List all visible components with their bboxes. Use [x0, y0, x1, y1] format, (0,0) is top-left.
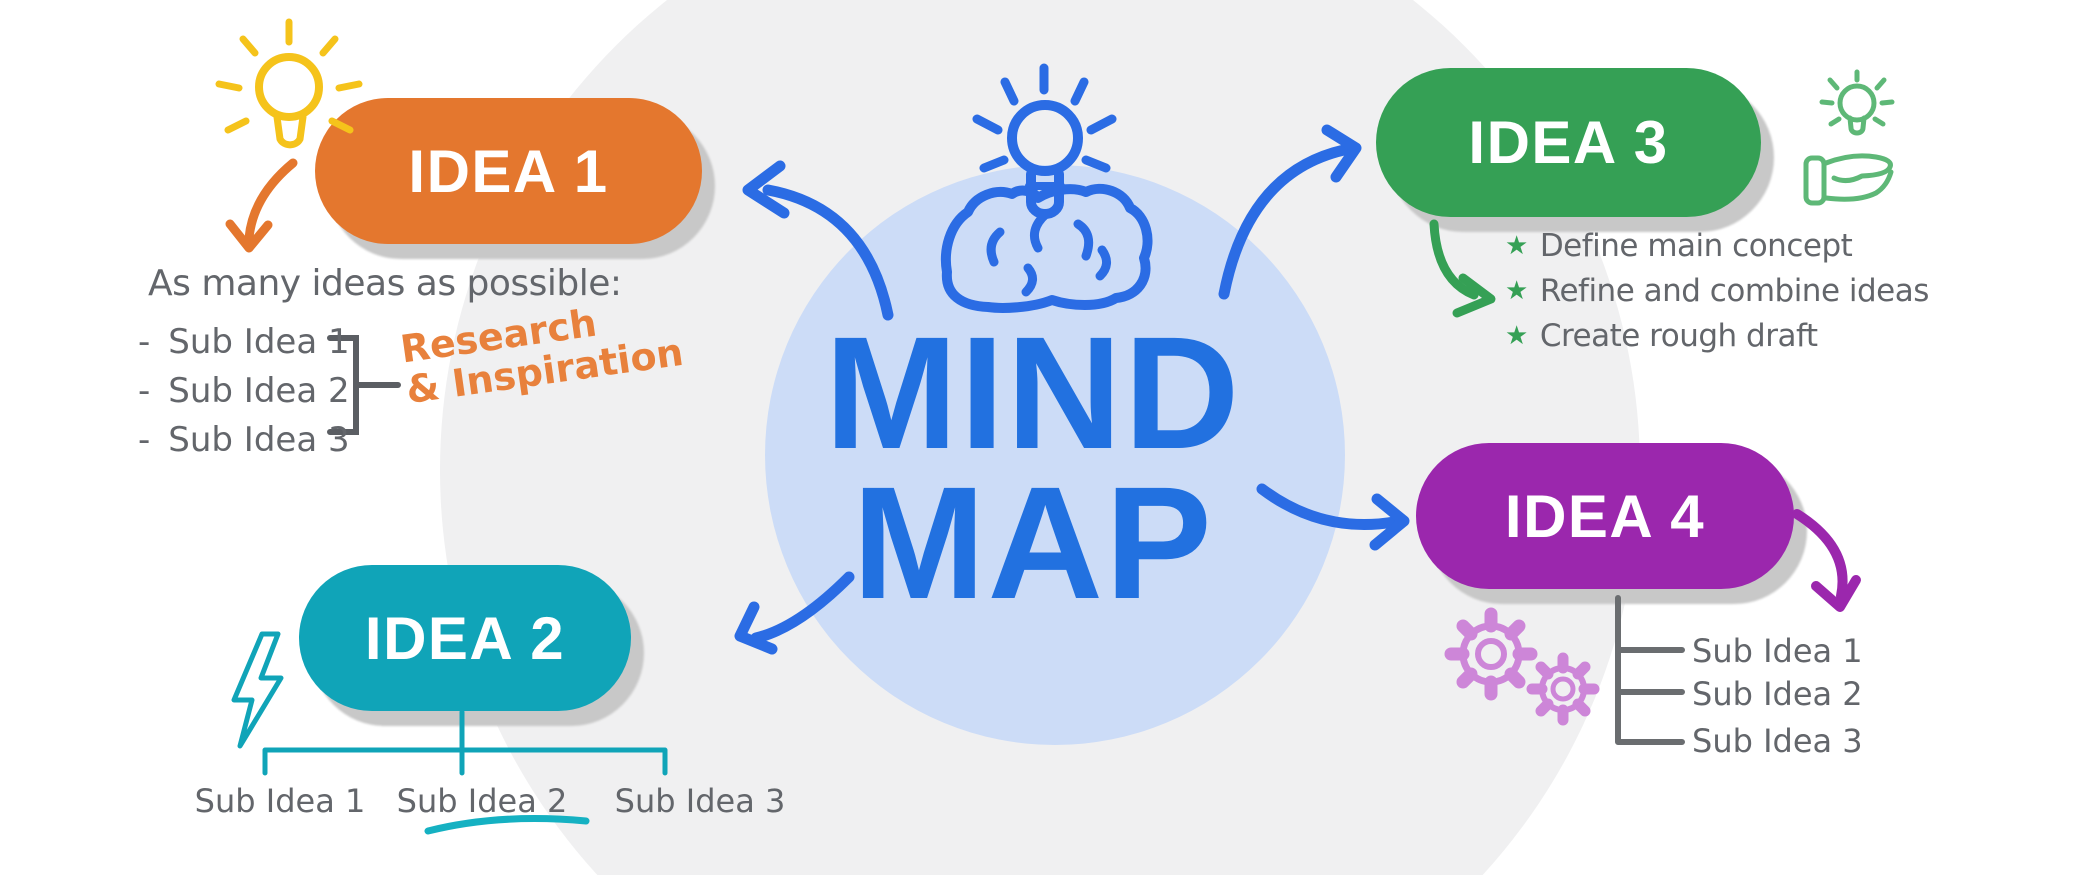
idea4-arrow: [1792, 509, 1861, 612]
list-item: ★ Define main concept: [1505, 228, 1929, 264]
list-item: ★ Create rough draft: [1505, 318, 1929, 354]
idea1-arrow: [225, 158, 298, 253]
idea4-pill: IDEA 4: [1416, 443, 1794, 589]
lightning-bolt-icon: [231, 631, 284, 749]
idea1-label: IDEA 1: [408, 137, 609, 205]
bullet-label: Create rough draft: [1539, 318, 1818, 354]
idea4-sub-idea-2: Sub Idea 2: [1692, 675, 1863, 713]
list-item: - Sub Idea 3: [138, 420, 350, 460]
idea2-sub-idea-3: Sub Idea 3: [614, 782, 786, 820]
idea2-sub-idea-1: Sub Idea 1: [194, 782, 366, 820]
idea2-pill: IDEA 2: [299, 565, 631, 711]
dash-bullet-icon: -: [138, 371, 151, 411]
idea4-sub-idea-3: Sub Idea 3: [1692, 722, 1863, 760]
dash-bullet-icon: -: [138, 322, 151, 362]
list-item: ★ Refine and combine ideas: [1505, 273, 1929, 309]
title-line-1: MIND: [824, 303, 1242, 482]
dash-bullet-icon: -: [138, 420, 151, 460]
sub-idea-label: Sub Idea 1: [168, 322, 350, 362]
title-line-2: MAP: [852, 453, 1214, 632]
idea1-note: As many ideas as possible:: [148, 263, 622, 304]
idea4-label: IDEA 4: [1504, 482, 1706, 550]
idea1-pill: IDEA 1: [315, 98, 702, 244]
sub-idea-label: Sub Idea 2: [168, 371, 350, 411]
idea3-pill: IDEA 3: [1376, 68, 1761, 217]
idea3-label: IDEA 3: [1468, 109, 1669, 176]
idea4-sub-idea-1: Sub Idea 1: [1692, 632, 1863, 670]
bullet-label: Refine and combine ideas: [1539, 273, 1930, 309]
star-bullet-icon: ★: [1505, 231, 1528, 261]
hand-lightbulb-icon: [1803, 69, 1895, 206]
idea2-label: IDEA 2: [364, 604, 566, 672]
sub-idea-label: Sub Idea 3: [168, 420, 350, 460]
list-item: - Sub Idea 1: [138, 322, 350, 362]
star-bullet-icon: ★: [1505, 276, 1528, 306]
idea2-sub-idea-2: Sub Idea 2: [396, 782, 568, 820]
list-item: - Sub Idea 2: [138, 371, 350, 411]
bullet-label: Define main concept: [1539, 228, 1853, 264]
idea4-tree: [1615, 595, 1685, 745]
idea3-bullet-list: ★ Define main concept ★ Refine and combi…: [1505, 228, 1929, 354]
center-title: MIND MAP: [824, 303, 1242, 632]
star-bullet-icon: ★: [1505, 321, 1528, 351]
idea1-sublist: - Sub Idea 1 - Sub Idea 2 - Sub Idea 3: [138, 322, 350, 460]
